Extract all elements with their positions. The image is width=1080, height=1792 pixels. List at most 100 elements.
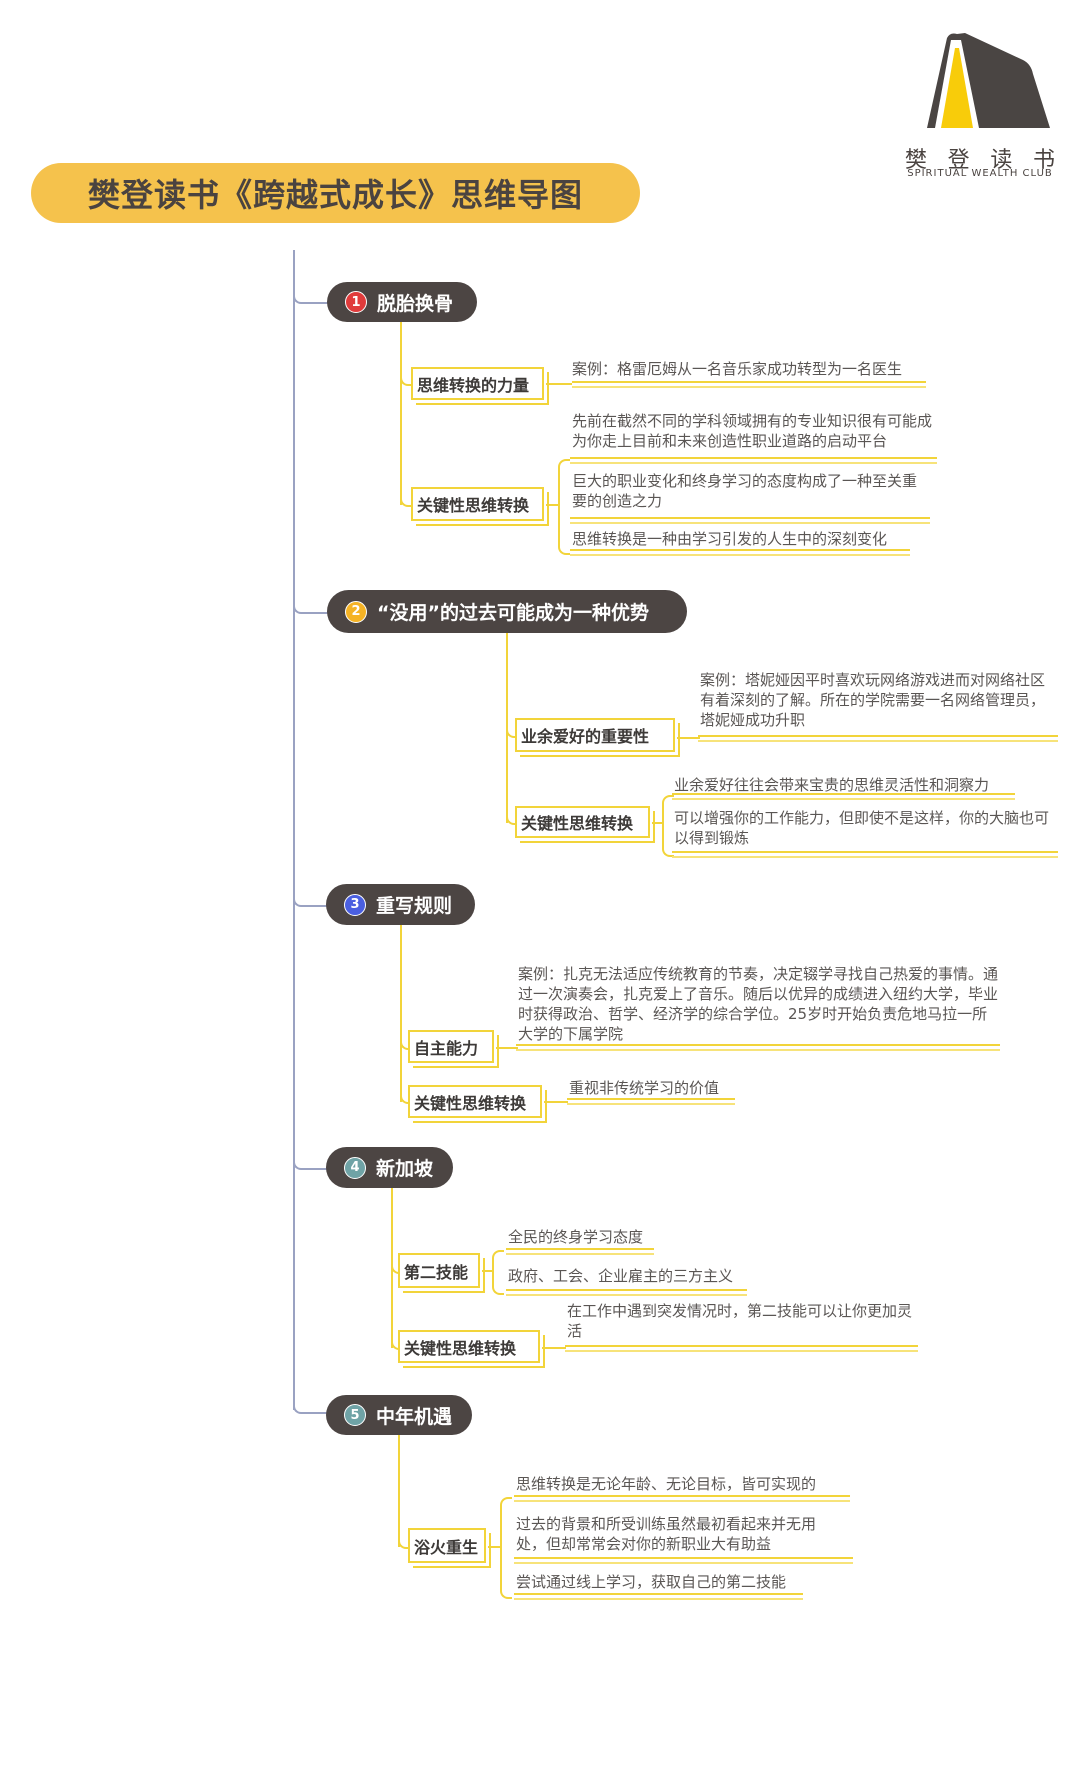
spine-connector bbox=[293, 893, 328, 907]
subtopic-label: 关键性思维转换 bbox=[417, 496, 530, 515]
leaf-text: 案例：格雷厄姆从一名音乐家成功转型为一名医生 bbox=[572, 360, 903, 378]
topic-2[interactable]: 2 “没用”的过去可能成为一种优势 bbox=[327, 590, 687, 633]
subtopic-label: 业余爱好的重要性 bbox=[521, 727, 650, 746]
leaf-underline bbox=[672, 793, 1015, 800]
branch-line bbox=[496, 1047, 518, 1049]
number-badge-icon: 5 bbox=[344, 1404, 366, 1426]
subtopic-hobbies[interactable]: 业余爱好的重要性 bbox=[515, 718, 675, 752]
subtopic-label: 自主能力 bbox=[414, 1038, 479, 1058]
subtopic-label: 关键性思维转换 bbox=[414, 1093, 527, 1113]
logo-char: 樊 bbox=[905, 148, 928, 173]
branch-hook bbox=[400, 370, 414, 386]
leaf-text: 业余爱好往往会带来宝贵的思维灵活性和洞察力 bbox=[674, 776, 990, 794]
topic-label: 中年机遇 bbox=[376, 1405, 453, 1428]
topic-label: 重写规则 bbox=[376, 895, 453, 917]
subtopic-key-mindshift[interactable]: 关键性思维转换 bbox=[411, 487, 544, 521]
brand-logo: 樊 登 读 书 SPIRITUAL WEALTH CLUB bbox=[905, 30, 1055, 185]
leaf-text: 过去的背景和所受训练虽然最初看起来并无用处，但却常常会对你的新职业大有助益 bbox=[516, 1515, 817, 1553]
logo-chinese-name: 樊 登 读 书 bbox=[905, 142, 1055, 174]
branch-line bbox=[400, 925, 402, 1102]
topic-3[interactable]: 3 重写规则 bbox=[326, 884, 475, 925]
leaf-bracket bbox=[500, 1497, 512, 1599]
title-banner: 樊登读书《跨越式成长》思维导图 bbox=[31, 163, 640, 223]
logo-english-name: SPIRITUAL WEALTH CLUB bbox=[907, 168, 1053, 179]
branch-line bbox=[542, 1347, 566, 1349]
branch-line bbox=[546, 383, 572, 385]
subtopic-second-skill[interactable]: 第二技能 bbox=[398, 1253, 480, 1288]
number-badge-icon: 1 bbox=[345, 291, 367, 313]
leaf-underline bbox=[514, 1557, 853, 1564]
leaf-text: 先前在截然不同的学科领域拥有的专业知识很有可能成为你走上目前和未来创造性职业道路… bbox=[572, 412, 933, 450]
subtopic-key-mindshift[interactable]: 关键性思维转换 bbox=[398, 1330, 540, 1363]
topic-4[interactable]: 4 新加坡 bbox=[326, 1147, 453, 1188]
leaf-underline bbox=[514, 1593, 803, 1600]
leaf-text: 思维转换是一种由学习引发的人生中的深刻变化 bbox=[572, 530, 888, 548]
leaf-text: 可以增强你的工作能力，但即使不是这样，你的大脑也可以得到锻炼 bbox=[674, 809, 1050, 847]
branch-line bbox=[546, 504, 558, 506]
branch-hook bbox=[506, 722, 520, 738]
branch-line bbox=[677, 737, 700, 739]
leaf-underline bbox=[572, 381, 926, 388]
logo-char: 读 bbox=[990, 148, 1013, 173]
logo-char: 登 bbox=[947, 148, 970, 173]
leaf-text: 巨大的职业变化和终身学习的态度构成了一种至关重要的创造之力 bbox=[572, 472, 918, 510]
leaf-underline bbox=[514, 1495, 850, 1502]
subtopic-autonomy[interactable]: 自主能力 bbox=[408, 1030, 494, 1063]
leaf-underline bbox=[698, 735, 1058, 742]
branch-hook bbox=[400, 490, 414, 507]
leaf-bracket bbox=[662, 795, 674, 857]
topic-1[interactable]: 1 脱胎换骨 bbox=[327, 282, 477, 322]
spine-connector bbox=[293, 1156, 328, 1170]
leaf-underline bbox=[567, 1098, 735, 1105]
subtopic-key-mindshift[interactable]: 关键性思维转换 bbox=[515, 806, 650, 838]
spine-connector bbox=[293, 1398, 328, 1414]
subtopic-label: 关键性思维转换 bbox=[521, 814, 634, 833]
branch-line bbox=[398, 1435, 400, 1547]
leaf-underline bbox=[506, 1289, 747, 1296]
leaf-underline bbox=[672, 851, 1058, 858]
number-badge-icon: 4 bbox=[344, 1156, 366, 1179]
branch-line bbox=[482, 1270, 492, 1272]
branch-hook bbox=[400, 1034, 414, 1050]
logo-char: 书 bbox=[1032, 148, 1055, 173]
leaf-text: 案例：扎克无法适应传统教育的节奏，决定辍学寻找自己热爱的事情。通过一次演奏会，扎… bbox=[518, 965, 999, 1043]
book-logo-icon bbox=[927, 33, 1050, 128]
leaf-underline bbox=[516, 1044, 1000, 1051]
topic-5[interactable]: 5 中年机遇 bbox=[326, 1395, 472, 1435]
branch-hook bbox=[506, 810, 520, 825]
branch-line bbox=[488, 1546, 500, 1548]
page-title: 樊登读书《跨越式成长》思维导图 bbox=[87, 176, 583, 214]
leaf-text: 思维转换是无论年龄、无论目标，皆可实现的 bbox=[516, 1475, 817, 1493]
topic-label: “没用”的过去可能成为一种优势 bbox=[377, 602, 649, 624]
subtopic-label: 第二技能 bbox=[404, 1262, 469, 1282]
leaf-underline bbox=[565, 1345, 918, 1352]
number-badge-icon: 2 bbox=[345, 600, 367, 623]
spine-connector bbox=[293, 290, 329, 304]
branch-line bbox=[400, 322, 402, 505]
subtopic-key-mindshift[interactable]: 关键性思维转换 bbox=[408, 1085, 542, 1118]
branch-line bbox=[652, 822, 662, 824]
leaf-bracket bbox=[492, 1250, 504, 1295]
spine-connector bbox=[293, 600, 329, 614]
leaf-text: 案例：塔妮娅因平时喜欢玩网络游戏进而对网络社区有着深刻的了解。所在的学院需要一名… bbox=[700, 671, 1046, 729]
topic-label: 新加坡 bbox=[376, 1158, 434, 1180]
number-badge-icon: 3 bbox=[344, 893, 366, 916]
leaf-underline bbox=[506, 1248, 654, 1255]
leaf-text: 政府、工会、企业雇主的三方主义 bbox=[508, 1267, 734, 1285]
leaf-underline bbox=[570, 457, 937, 464]
leaf-text: 在工作中遇到突发情况时，第二技能可以让你更加灵活 bbox=[567, 1302, 913, 1340]
subtopic-power-of-mindshift[interactable]: 思维转换的力量 bbox=[411, 367, 544, 400]
subtopic-label: 思维转换的力量 bbox=[417, 375, 530, 395]
subtopic-rebirth[interactable]: 浴火重生 bbox=[408, 1528, 486, 1563]
leaf-text: 重视非传统学习的价值 bbox=[569, 1079, 720, 1097]
leaf-underline bbox=[570, 517, 930, 524]
subtopic-label: 浴火重生 bbox=[414, 1537, 479, 1557]
topic-label: 脱胎换骨 bbox=[377, 292, 454, 315]
leaf-underline bbox=[570, 549, 910, 556]
subtopic-label: 关键性思维转换 bbox=[404, 1338, 517, 1358]
leaf-bracket bbox=[558, 459, 570, 555]
branch-hook bbox=[400, 1088, 414, 1104]
branch-hook bbox=[398, 1533, 412, 1549]
leaf-text: 尝试通过线上学习，获取自己的第二技能 bbox=[516, 1573, 787, 1591]
main-spine bbox=[293, 250, 295, 1410]
